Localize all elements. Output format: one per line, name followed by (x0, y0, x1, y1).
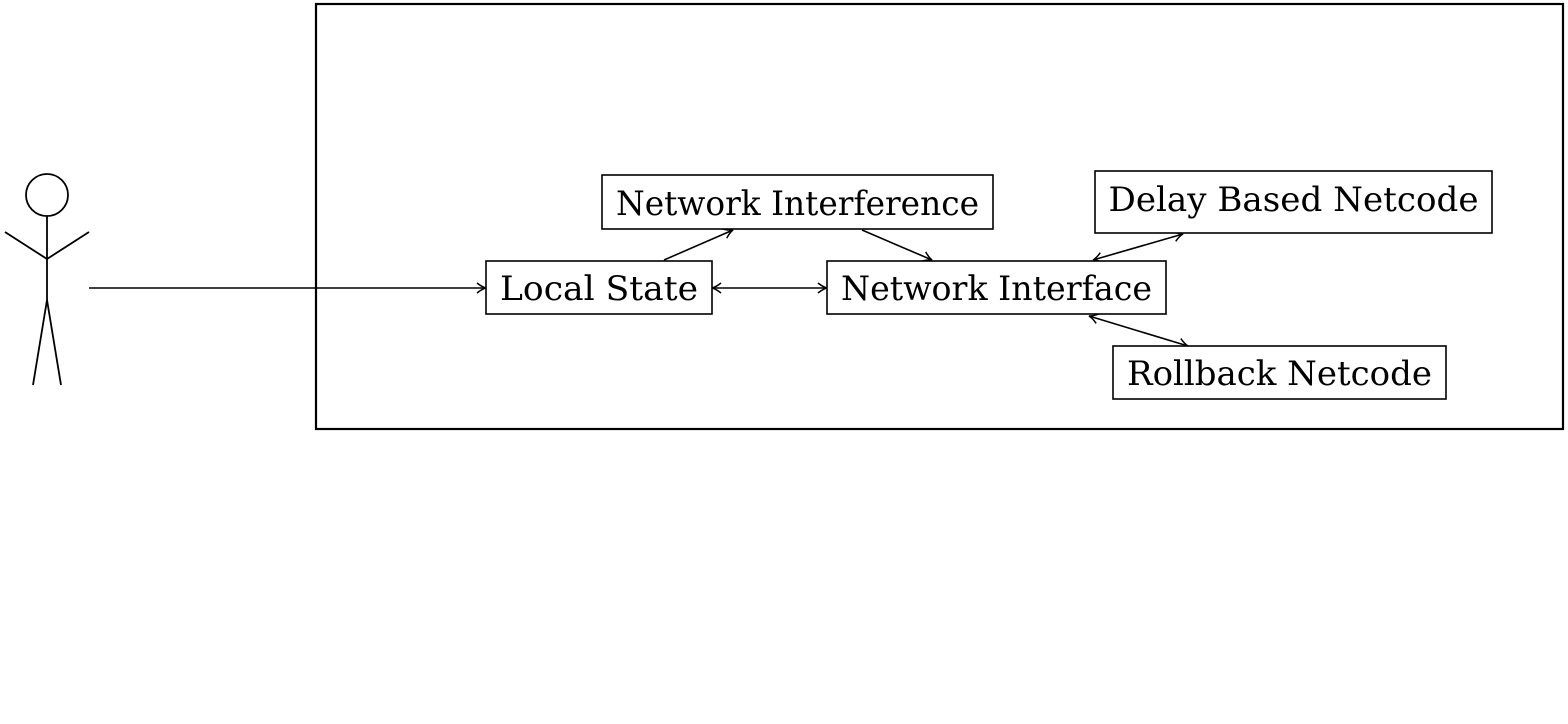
node-local-state-box (485, 260, 713, 315)
actor-head (25, 173, 69, 217)
node-network-interface-label: Network Interface (841, 269, 1152, 309)
system-boundary (314, 2, 1565, 431)
actor-stick-figure (4, 173, 90, 386)
node-network-interface: Network Interface (826, 260, 1167, 315)
node-rollback-netcode-label: Rollback Netcode (1127, 354, 1432, 394)
node-delay-based-netcode: Delay Based Netcode (1094, 170, 1493, 234)
node-delay-based-netcode-label: Delay Based Netcode (1109, 180, 1479, 220)
actor-right-arm (46, 231, 90, 260)
node-local-state-label: Local State (500, 269, 698, 309)
actor-left-arm (4, 231, 48, 260)
node-network-interface-box (826, 260, 1167, 315)
node-network-interference: Network Interference (601, 174, 994, 230)
node-network-interference-label: Network Interference (616, 184, 979, 224)
node-network-interference-box (601, 174, 994, 230)
actor-left-leg (32, 299, 48, 386)
edge-network-interference-to-network-interface (861, 229, 933, 262)
node-local-state: Local State (485, 260, 713, 315)
edge-local-state-to-network-interference (663, 228, 734, 261)
node-delay-based-netcode-box (1094, 170, 1493, 234)
edge-network-interface-rollback-netcode (1088, 313, 1189, 349)
node-rollback-netcode-box (1112, 345, 1447, 400)
node-rollback-netcode: Rollback Netcode (1112, 345, 1447, 400)
edge-network-interface-delay-based-netcode (1092, 231, 1184, 263)
actor-right-leg (46, 299, 62, 386)
